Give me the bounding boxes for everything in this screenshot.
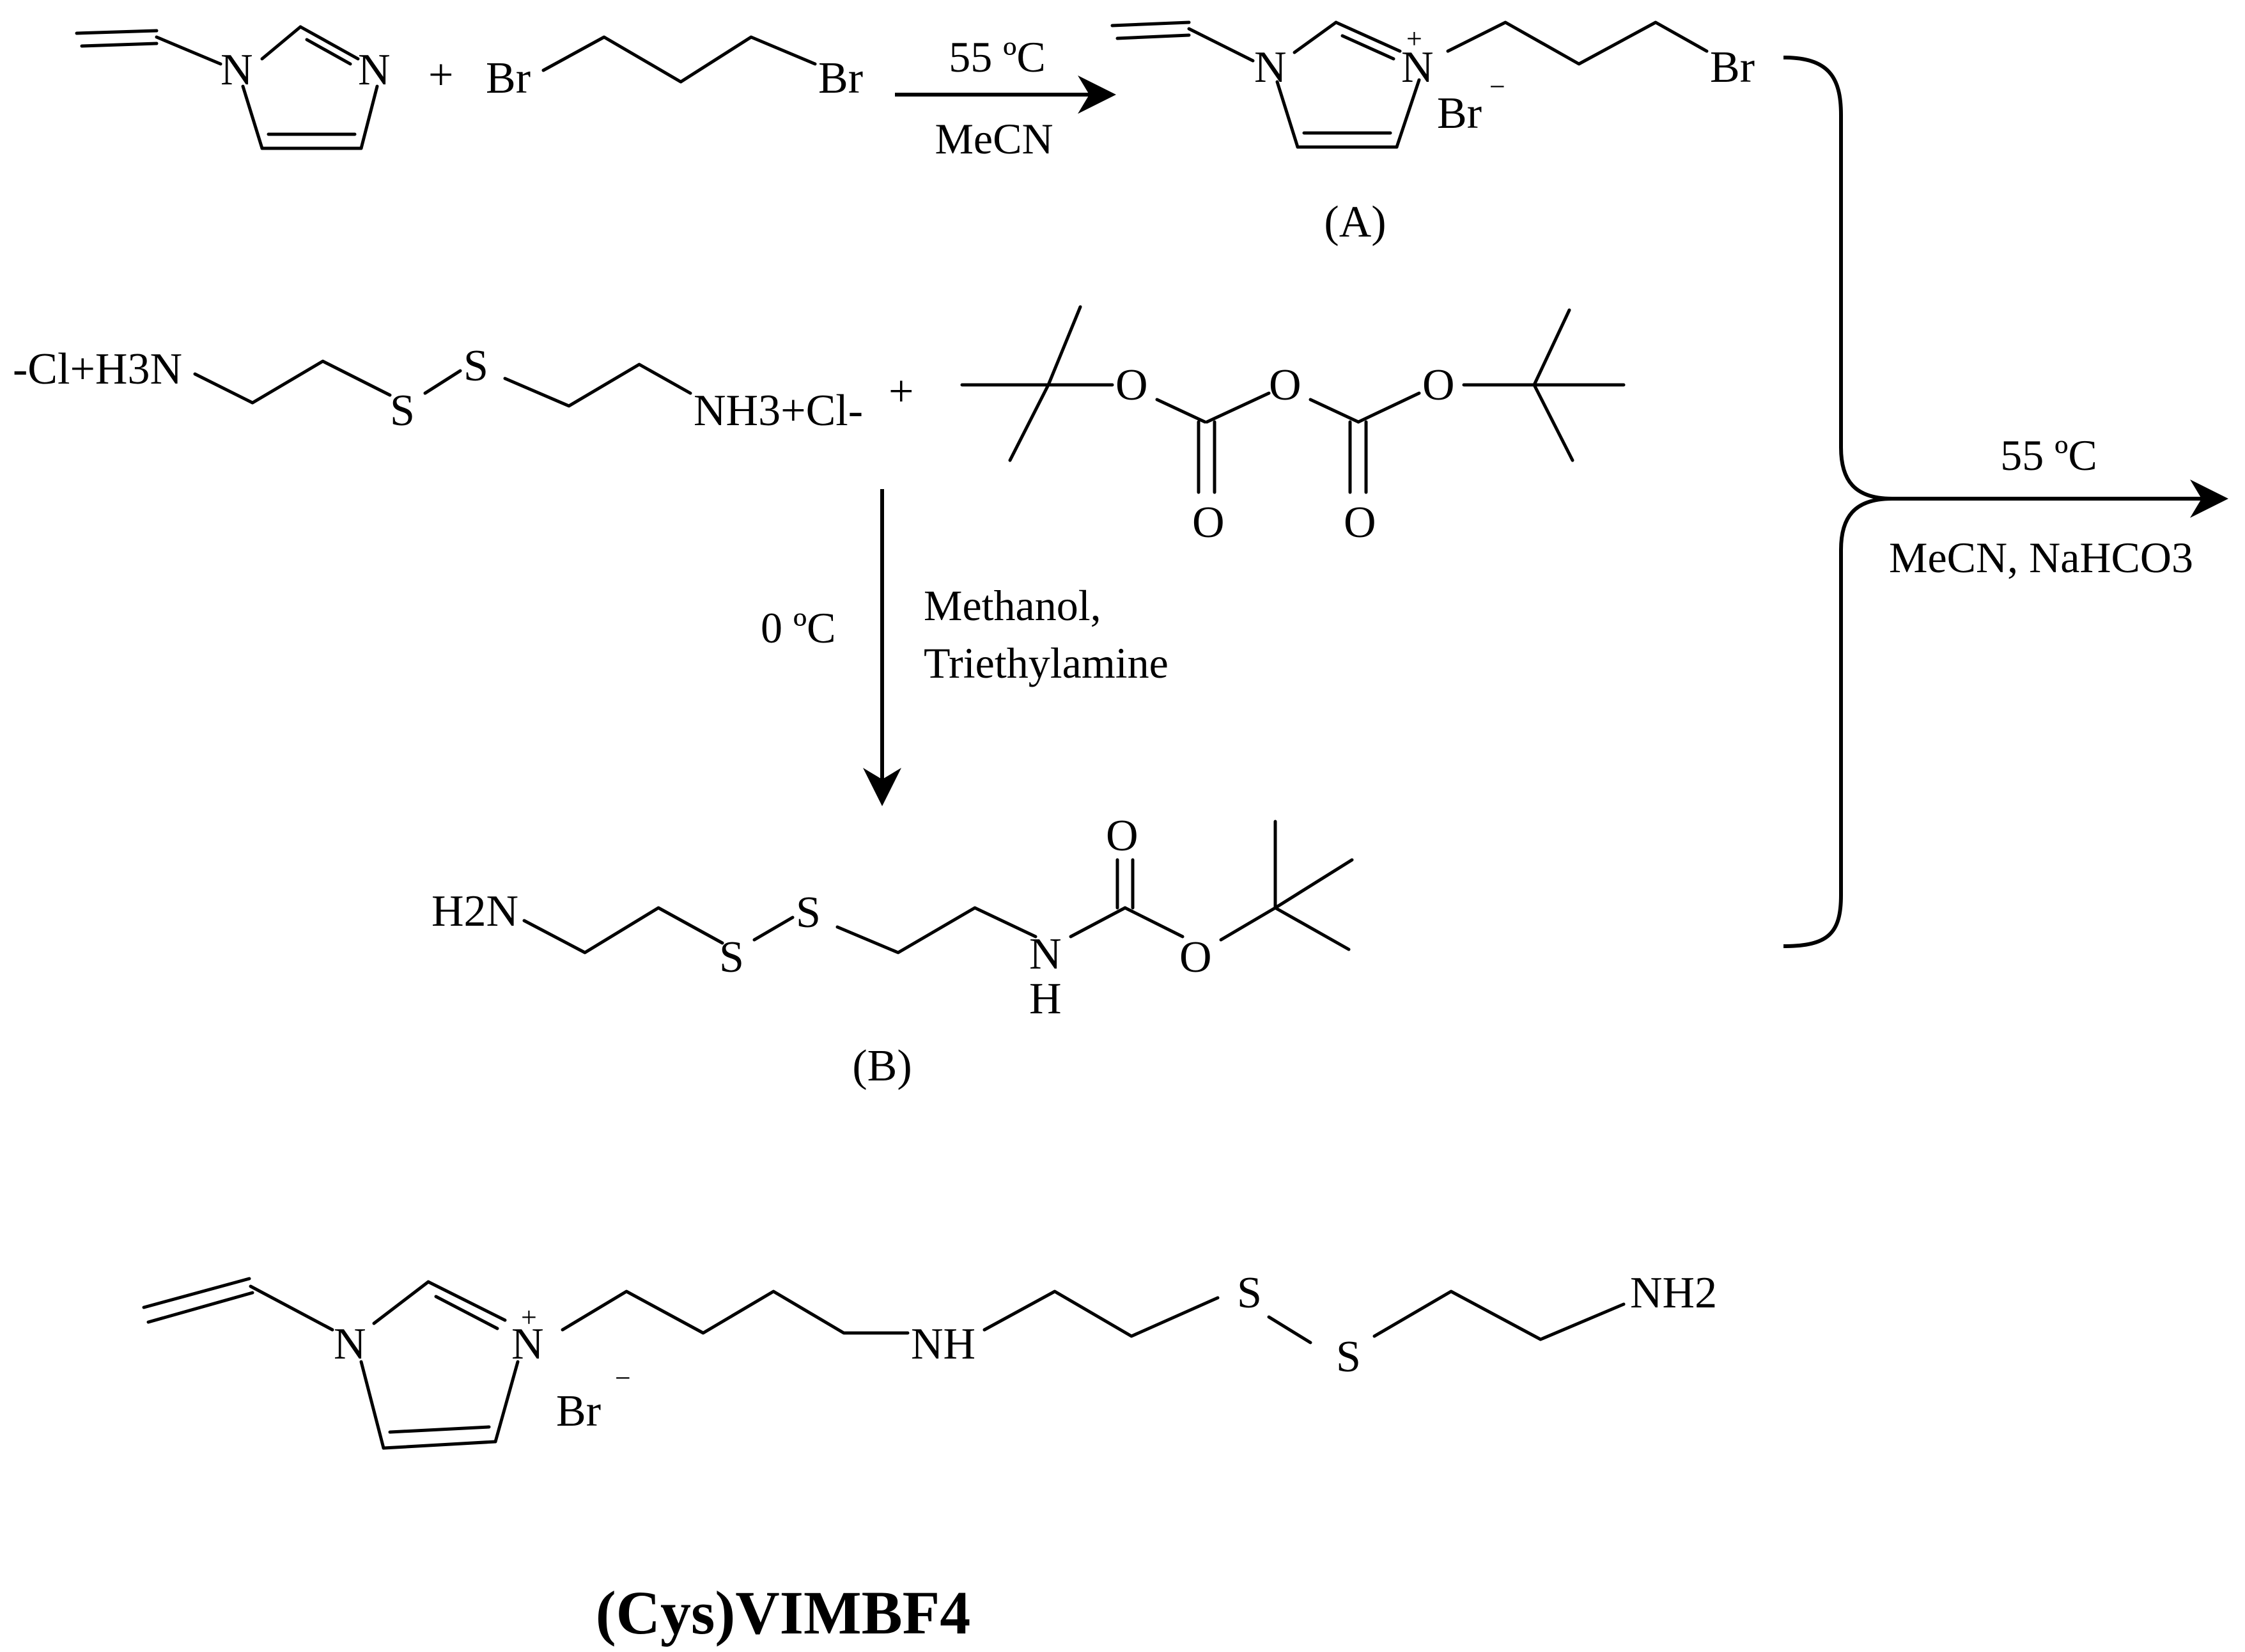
product-b-nh-n: N: [1029, 930, 1062, 979]
product-b-nh-h: H: [1029, 974, 1062, 1024]
final-s1-atom: S: [1237, 1268, 1262, 1318]
vim-n3-atom: N: [358, 45, 391, 95]
product-a-minus: −: [1489, 71, 1505, 102]
cystamine-structure: -Cl+H3N S S NH3+Cl-: [13, 341, 863, 435]
product-a-charge: +: [1406, 23, 1422, 54]
condition-solvent-2b: Triethylamine: [924, 639, 1169, 687]
plus-sign-1: +: [428, 51, 453, 100]
reaction-arrow-2: 0 ºC Methanol, Triethylamine: [761, 489, 1169, 806]
final-s2-atom: S: [1336, 1332, 1361, 1382]
condition-temp-3: 55 ºC: [2000, 431, 2097, 479]
label-b: (B): [852, 1041, 912, 1091]
cystamine-right-group: NH3+Cl-: [694, 386, 863, 435]
dibromopropane-structure: Br Br: [486, 35, 863, 103]
condition-solvent-1: MeCN: [935, 114, 1053, 163]
vinylimidazole-structure: N N: [75, 25, 391, 150]
boc-o1-atom: O: [1115, 361, 1148, 410]
product-a-n3-atom: N: [1401, 43, 1434, 92]
cystamine-s2-atom: S: [463, 341, 488, 391]
product-a-structure: N N + Br − Br (A): [1110, 20, 1755, 247]
product-b-s1-atom: S: [719, 933, 744, 982]
plus-sign-2: +: [889, 367, 913, 416]
condition-temp-1: 55 ºC: [949, 33, 1045, 81]
boc-o2-atom: O: [1192, 498, 1225, 547]
product-a-n1-atom: N: [1254, 43, 1287, 92]
br-left-atom: Br: [486, 54, 531, 103]
product-a-counter-ion: Br: [1437, 89, 1482, 138]
final-n1-atom: N: [334, 1320, 366, 1369]
final-nh2-group: NH2: [1630, 1268, 1717, 1318]
product-b-o-carbonyl: O: [1106, 811, 1138, 861]
reaction-arrow-1: 55 ºC MeCN: [895, 33, 1116, 163]
br-right-atom: Br: [818, 54, 863, 103]
cystamine-left-group: -Cl+H3N: [13, 345, 182, 394]
condition-solvent-3: MeCN, NaHCO3: [1889, 533, 2193, 582]
final-nh-group: NH: [911, 1320, 975, 1369]
reaction-arrow-3: 55 ºC MeCN, NaHCO3: [1889, 431, 2228, 582]
product-b-h2n-group: H2N: [431, 887, 518, 936]
final-minus: −: [615, 1362, 631, 1394]
boc-o3-atom: O: [1269, 361, 1301, 410]
product-b-s2-atom: S: [796, 888, 821, 937]
final-charge: +: [521, 1302, 537, 1333]
final-product-structure: N N + Br − NH S S NH2 (Cys)VIMBF4: [142, 1268, 1717, 1647]
product-b-o-ester: O: [1179, 933, 1212, 982]
condition-temp-2: 0 ºC: [761, 604, 835, 652]
vim-n1-atom: N: [221, 45, 253, 95]
boc-anhydride-structure: O O O O O: [960, 305, 1626, 547]
boc-o4-atom: O: [1344, 498, 1376, 547]
product-b-structure: H2N S S N H O O (B): [431, 811, 1354, 1091]
final-n3-atom: N: [511, 1320, 544, 1369]
combining-brace: [1783, 56, 1893, 948]
product-a-br-atom: Br: [1710, 43, 1755, 92]
cystamine-s1-atom: S: [390, 386, 415, 435]
label-a: (A): [1324, 198, 1386, 247]
final-product-name: (Cys)VIMBF4: [596, 1578, 971, 1647]
condition-solvent-2a: Methanol,: [924, 581, 1101, 630]
final-counter-ion: Br: [556, 1387, 601, 1436]
boc-o5-atom: O: [1422, 361, 1455, 410]
